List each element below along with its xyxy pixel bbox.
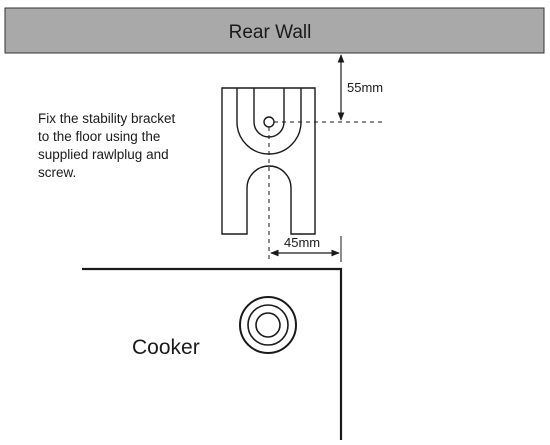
instruction-line: to the floor using the <box>38 129 161 144</box>
rear-wall: Rear Wall <box>4 7 545 54</box>
dimension-45mm: 45mm <box>270 235 342 262</box>
fixing-instruction: Fix the stability bracket to the floor u… <box>38 110 208 182</box>
cooker-label: Cooker <box>132 336 200 359</box>
instruction-line: Fix the stability bracket <box>38 111 176 126</box>
dimension-55mm: 55mm <box>337 54 383 121</box>
screw-hole <box>263 116 275 128</box>
bracket-outline <box>221 87 316 235</box>
instruction-line: supplied rawlplug and <box>38 147 169 162</box>
cooker: Cooker <box>82 267 343 440</box>
hob-ring-middle <box>247 304 289 346</box>
centre-lines <box>268 121 385 262</box>
rear-wall-label: Rear Wall <box>229 22 312 43</box>
hob-ring-inner <box>255 312 281 338</box>
cooker-outline <box>82 267 343 440</box>
rear-wall-band <box>4 7 545 54</box>
instruction-line: screw. <box>38 165 77 180</box>
hob-ring <box>239 296 297 354</box>
dimension-45mm-label: 45mm <box>284 235 320 250</box>
dimension-55mm-label: 55mm <box>347 80 383 95</box>
hob-ring-outer <box>239 296 297 354</box>
